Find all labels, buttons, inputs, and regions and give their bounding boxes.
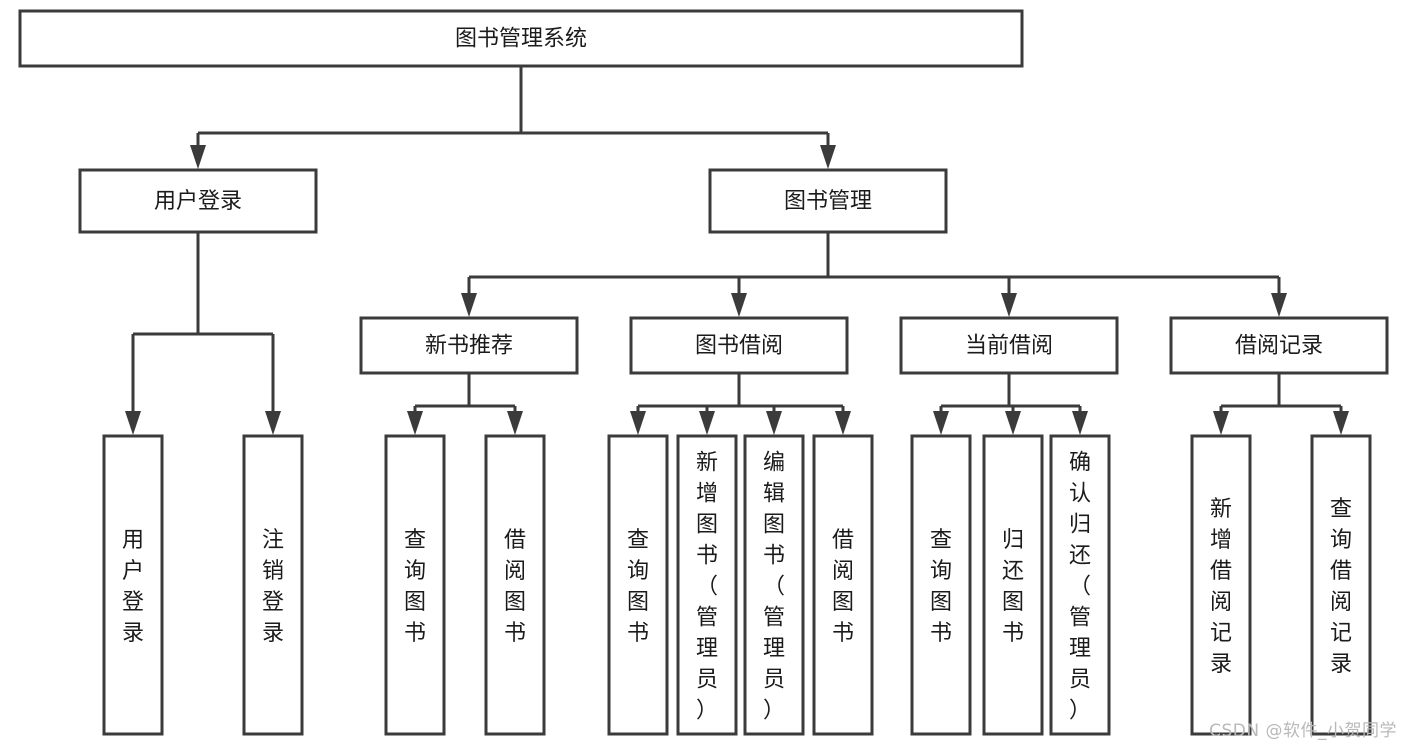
node-box-new-book-recommend[interactable] bbox=[359, 316, 579, 375]
connector-layer bbox=[125, 66, 1349, 435]
node-new-book-recommend[interactable]: 新书推荐 bbox=[359, 316, 579, 375]
node-leaf-query-book-current[interactable]: 查询图书 bbox=[910, 434, 972, 736]
node-book-manage[interactable]: 图书管理 bbox=[708, 168, 948, 234]
node-box-leaf-borrow-book[interactable] bbox=[812, 434, 874, 736]
arrowhead-leaf-add-borrow-record bbox=[1213, 411, 1229, 435]
node-leaf-borrow-book[interactable]: 借阅图书 bbox=[812, 434, 874, 736]
node-box-leaf-confirm-return-admin[interactable] bbox=[1049, 434, 1111, 736]
node-label-new-book-recommend: 新书推荐 bbox=[425, 334, 513, 359]
node-label-leaf-query-book-current: 查询图书 bbox=[930, 528, 952, 646]
arrowhead-user-login bbox=[190, 145, 206, 169]
connector-group-user-login bbox=[125, 232, 281, 435]
node-label-leaf-add-book-admin: 新增图书（管理员） bbox=[696, 451, 718, 724]
arrowhead-leaf-query-book-borrow bbox=[630, 411, 646, 435]
node-leaf-query-book-borrow[interactable]: 查询图书 bbox=[607, 434, 669, 736]
arrowhead-leaf-user-login bbox=[125, 411, 141, 435]
node-leaf-confirm-return-admin[interactable]: 确认归还（管理员） bbox=[1049, 434, 1111, 736]
node-leaf-logout-login[interactable]: 注销登录 bbox=[242, 434, 304, 736]
node-label-borrow-record: 借阅记录 bbox=[1235, 334, 1323, 359]
connector-group-root bbox=[190, 66, 836, 169]
arrowhead-book-manage bbox=[820, 145, 836, 169]
node-box-leaf-user-login[interactable] bbox=[102, 434, 164, 736]
arrowhead-leaf-borrow-book-rec bbox=[507, 411, 523, 435]
arrowhead-leaf-edit-book-admin bbox=[766, 411, 782, 435]
node-label-leaf-confirm-return-admin: 确认归还（管理员） bbox=[1069, 451, 1091, 724]
node-label-leaf-logout-login: 注销登录 bbox=[262, 528, 284, 646]
connector-group-book-borrow bbox=[630, 373, 851, 435]
node-box-leaf-query-book-borrow[interactable] bbox=[607, 434, 669, 736]
connector-group-borrow-record bbox=[1213, 373, 1349, 435]
arrowhead-book-borrow bbox=[731, 293, 747, 317]
node-label-leaf-borrow-book: 借阅图书 bbox=[832, 528, 854, 646]
node-label-leaf-query-borrow-record: 查询借阅记录 bbox=[1330, 497, 1352, 677]
node-box-leaf-add-book-admin[interactable] bbox=[676, 434, 738, 736]
node-label-leaf-borrow-book-rec: 借阅图书 bbox=[504, 528, 526, 646]
arrowhead-leaf-query-borrow-record bbox=[1333, 411, 1349, 435]
connector-group-current-borrow bbox=[933, 373, 1088, 435]
node-box-book-manage[interactable] bbox=[708, 168, 948, 234]
node-root[interactable]: 图书管理系统 bbox=[18, 9, 1024, 68]
connector-group-new-book-recommend bbox=[407, 373, 523, 435]
node-box-book-borrow[interactable] bbox=[629, 316, 849, 375]
node-borrow-record[interactable]: 借阅记录 bbox=[1169, 316, 1389, 375]
node-box-leaf-query-book-current[interactable] bbox=[910, 434, 972, 736]
node-leaf-borrow-book-rec[interactable]: 借阅图书 bbox=[484, 434, 546, 736]
node-layer: 图书管理系统用户登录图书管理新书推荐图书借阅当前借阅借阅记录用户登录注销登录查询… bbox=[18, 9, 1389, 736]
node-label-book-borrow: 图书借阅 bbox=[695, 334, 783, 359]
node-leaf-add-borrow-record[interactable]: 新增借阅记录 bbox=[1190, 434, 1252, 736]
arrowhead-leaf-return-book bbox=[1005, 411, 1021, 435]
arrowhead-current-borrow bbox=[1001, 293, 1017, 317]
arrowhead-leaf-logout-login bbox=[265, 411, 281, 435]
arrowhead-leaf-add-book-admin bbox=[699, 411, 715, 435]
node-leaf-query-book-rec[interactable]: 查询图书 bbox=[384, 434, 446, 736]
node-box-leaf-query-borrow-record[interactable] bbox=[1310, 434, 1372, 736]
node-label-current-borrow: 当前借阅 bbox=[965, 334, 1053, 359]
node-label-leaf-add-borrow-record: 新增借阅记录 bbox=[1210, 497, 1232, 677]
node-leaf-user-login[interactable]: 用户登录 bbox=[102, 434, 164, 736]
arrowhead-leaf-confirm-return-admin bbox=[1072, 411, 1088, 435]
node-label-leaf-edit-book-admin: 编辑图书（管理员） bbox=[763, 451, 785, 724]
node-label-leaf-query-book-borrow: 查询图书 bbox=[627, 528, 649, 646]
connector-group-book-manage bbox=[461, 232, 1287, 317]
arrowhead-new-book-recommend bbox=[461, 293, 477, 317]
node-leaf-edit-book-admin[interactable]: 编辑图书（管理员） bbox=[743, 434, 805, 736]
node-box-leaf-return-book[interactable] bbox=[982, 434, 1044, 736]
node-box-current-borrow[interactable] bbox=[899, 316, 1119, 375]
node-label-leaf-user-login: 用户登录 bbox=[122, 528, 144, 646]
node-book-borrow[interactable]: 图书借阅 bbox=[629, 316, 849, 375]
arrowhead-leaf-borrow-book bbox=[835, 411, 851, 435]
node-label-leaf-query-book-rec: 查询图书 bbox=[404, 528, 426, 646]
arrowhead-leaf-query-book-rec bbox=[407, 411, 423, 435]
node-leaf-return-book[interactable]: 归还图书 bbox=[982, 434, 1044, 736]
node-leaf-add-book-admin[interactable]: 新增图书（管理员） bbox=[676, 434, 738, 736]
node-box-leaf-edit-book-admin[interactable] bbox=[743, 434, 805, 736]
node-label-leaf-return-book: 归还图书 bbox=[1002, 528, 1024, 646]
node-box-leaf-add-borrow-record[interactable] bbox=[1190, 434, 1252, 736]
node-box-leaf-logout-login[interactable] bbox=[242, 434, 304, 736]
arrowhead-borrow-record bbox=[1271, 293, 1287, 317]
node-label-book-manage: 图书管理 bbox=[784, 189, 872, 214]
node-current-borrow[interactable]: 当前借阅 bbox=[899, 316, 1119, 375]
node-user-login[interactable]: 用户登录 bbox=[78, 168, 318, 234]
node-box-leaf-borrow-book-rec[interactable] bbox=[484, 434, 546, 736]
arrowhead-leaf-query-book-current bbox=[933, 411, 949, 435]
node-leaf-query-borrow-record[interactable]: 查询借阅记录 bbox=[1310, 434, 1372, 736]
node-box-borrow-record[interactable] bbox=[1169, 316, 1389, 375]
node-box-leaf-query-book-rec[interactable] bbox=[384, 434, 446, 736]
node-box-user-login[interactable] bbox=[78, 168, 318, 234]
node-box-root[interactable] bbox=[18, 9, 1024, 68]
node-label-root: 图书管理系统 bbox=[455, 27, 587, 52]
node-label-user-login: 用户登录 bbox=[154, 189, 242, 214]
